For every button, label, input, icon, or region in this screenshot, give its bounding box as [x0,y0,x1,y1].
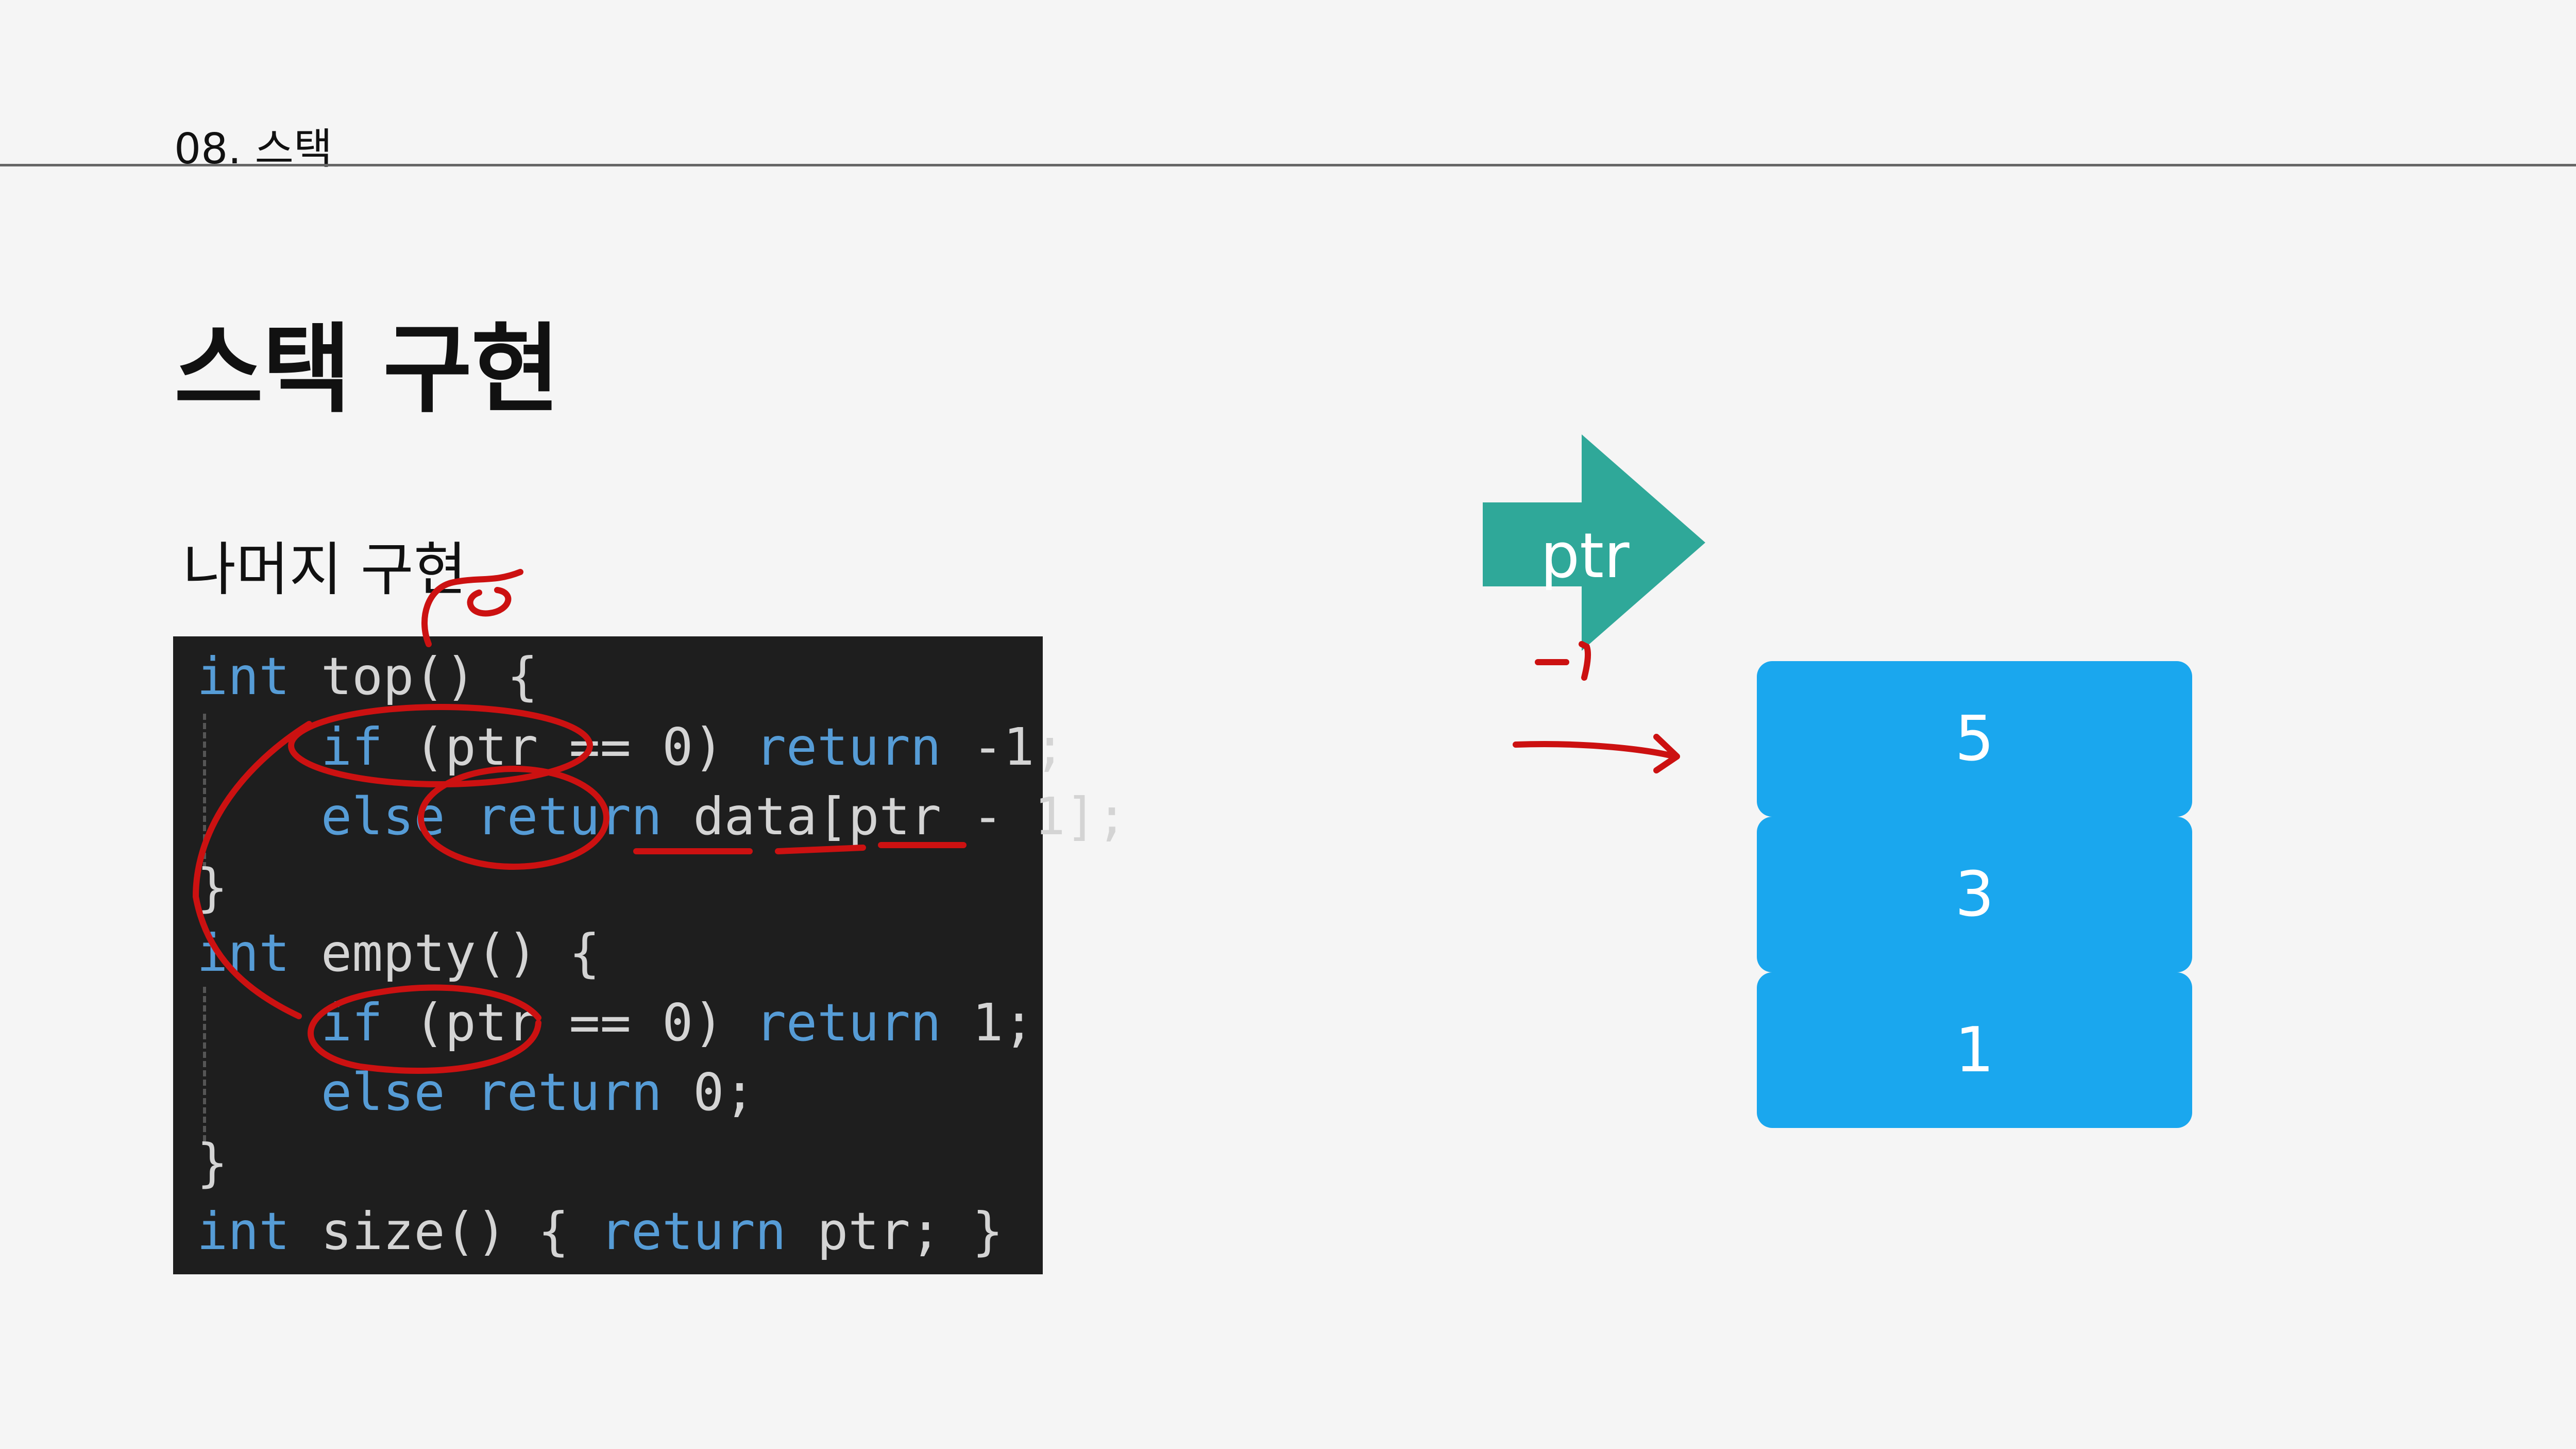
code-token [197,717,321,777]
code-line: } [197,862,228,914]
code-keyword: return [600,1201,786,1261]
code-keyword: return [755,992,941,1053]
code-line: int top() { [197,651,538,702]
code-token: } [197,857,228,918]
code-line: int empty() { [197,928,600,979]
code-line: if (ptr == 0) return 1; [197,997,1035,1049]
code-keyword: return [755,717,941,777]
section-label: 08. 스택 [174,125,333,174]
code-panel: int top() { if (ptr == 0) return -1; els… [173,636,1127,1274]
code-token: size() { [290,1201,600,1261]
code-token: -1; [941,717,1065,777]
slide-title: 스택 구현 [174,313,560,426]
header-divider [0,164,2576,166]
code-keyword: if [320,992,383,1053]
code-line: int size() { return ptr; } [197,1206,1003,1257]
code-line: if (ptr == 0) return -1; [197,721,1065,773]
slide-subtitle: 나머지 구현 [183,536,467,603]
code-token: top() { [290,646,538,706]
code-token: ptr; } [786,1201,1004,1261]
code-token: 0; [662,1062,755,1122]
code-line: else return data[ptr - 1]; [197,791,1127,843]
code-line: else return 0; [197,1067,755,1118]
stack-cell-top: 5 [1757,661,2192,817]
code-token: 1; [941,992,1035,1053]
ptr-label: ptr [1540,520,1630,592]
code-token: data[ptr - 1]; [662,786,1128,847]
stack-cell-bottom: 1 [1757,972,2192,1128]
code-keyword: else return [320,1062,663,1122]
code-keyword: if [320,717,383,777]
stack-cell-middle: 3 [1757,817,2192,972]
code-line: } [197,1137,228,1189]
code-token [197,786,321,847]
code-keyword: else return [320,786,663,847]
indent-guide [203,987,206,1141]
ink-pointer-head [1653,734,1680,773]
ink-loop [467,587,512,617]
ptr-arrow-shape [1483,434,1705,651]
code-keyword: int [197,1201,290,1261]
code-keyword: int [197,923,290,983]
code-keyword: int [197,646,290,706]
code-token: empty() { [290,923,600,983]
code-token [197,1062,321,1122]
code-token: (ptr == 0) [383,717,755,777]
code-token: (ptr == 0) [383,992,755,1053]
ink-pointer-line [1513,741,1677,760]
code-token: } [197,1133,228,1193]
code-token [197,992,321,1053]
